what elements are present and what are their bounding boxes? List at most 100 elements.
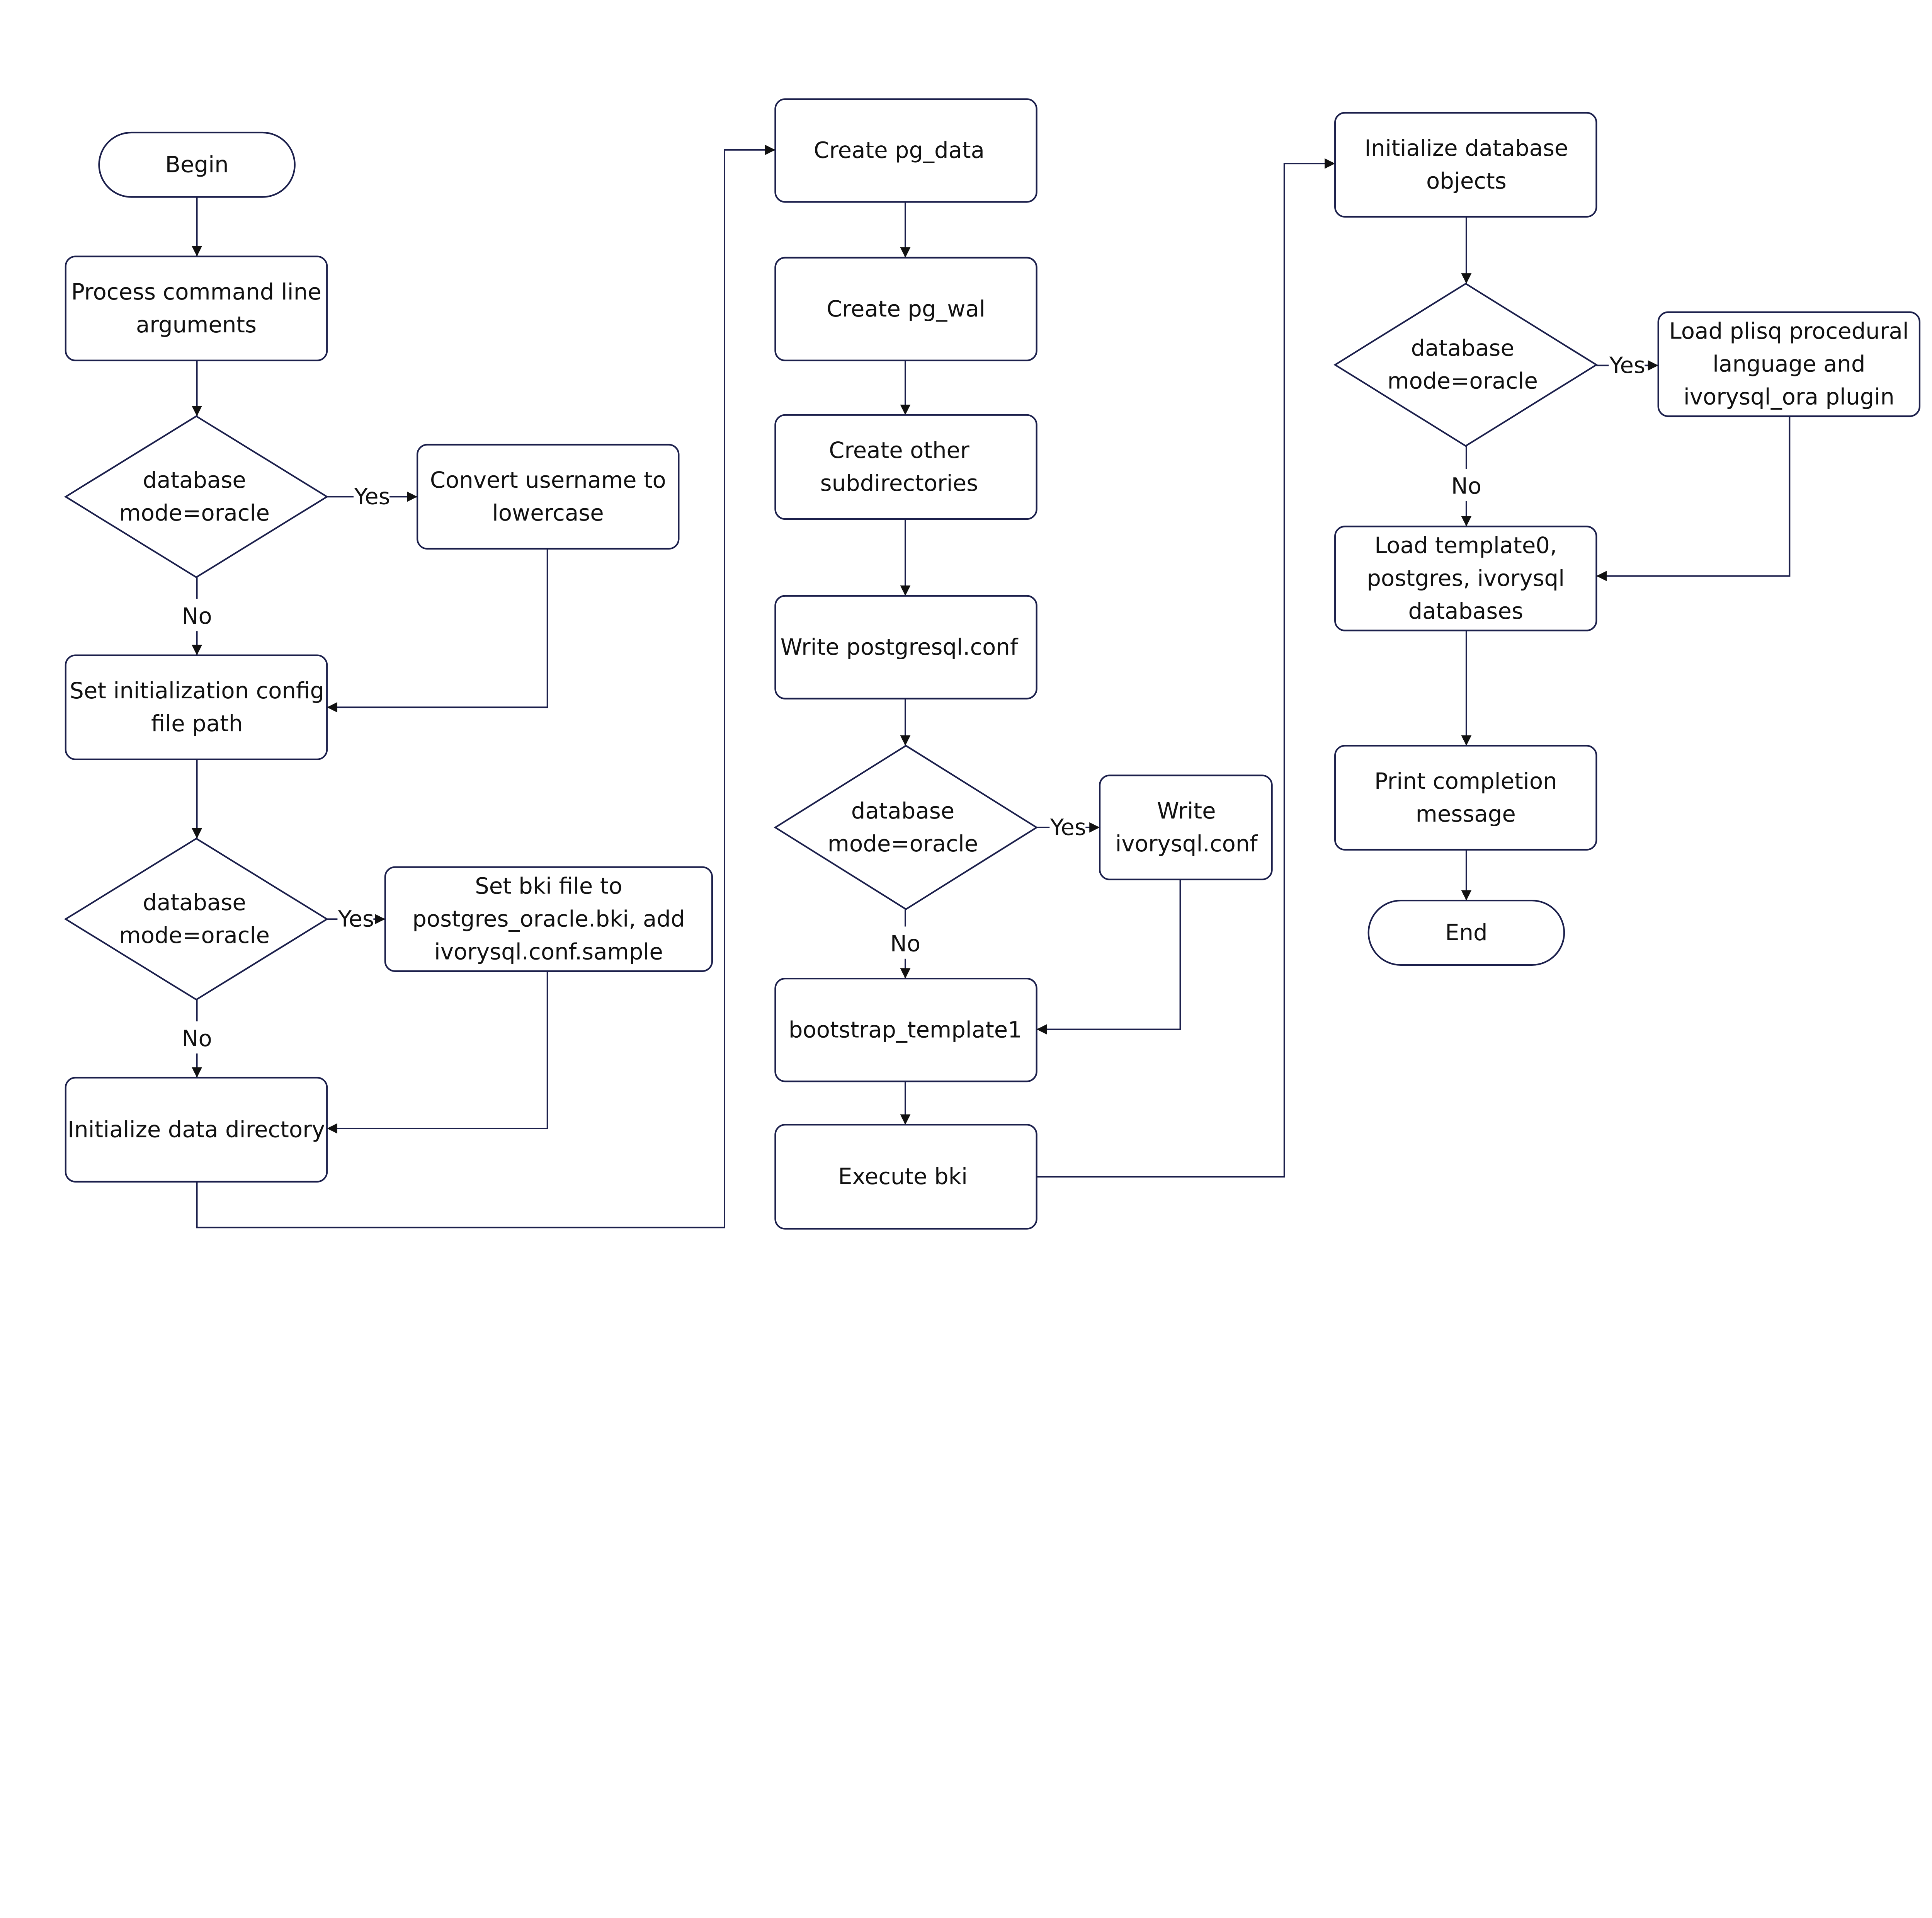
node-label-line: database bbox=[851, 798, 954, 824]
node-label-line: End bbox=[1445, 919, 1488, 946]
node-label-line: mode=oracle bbox=[119, 922, 270, 948]
process-box bbox=[65, 255, 328, 361]
terminator-shape bbox=[98, 131, 296, 198]
node-label-line: Initialize database bbox=[1364, 135, 1568, 161]
terminator-shape bbox=[1367, 900, 1565, 966]
node-label-line: Write bbox=[1157, 798, 1216, 824]
node-label-line: mode=oracle bbox=[119, 500, 270, 526]
process-box bbox=[1334, 745, 1597, 851]
edge-label-yes: Yes bbox=[1609, 352, 1645, 378]
node-label-line: Convert username to bbox=[430, 467, 666, 493]
edge-label-no: No bbox=[182, 1025, 212, 1052]
connector-decision-4-to-load-templates: No bbox=[1451, 446, 1481, 527]
edge-label-no: No bbox=[890, 931, 920, 957]
node-label-line: subdirectories bbox=[820, 470, 978, 496]
node-label-line: objects bbox=[1426, 168, 1507, 194]
node-label-line: postgres_oracle.bki, add bbox=[412, 906, 685, 932]
connector-decision-3-to-write-ivorysql-conf: Yes bbox=[1036, 814, 1100, 840]
connector-execute-bki-to-init-db-objects bbox=[1036, 158, 1335, 1178]
process-box bbox=[774, 1124, 1037, 1230]
node-decision-3: database mode=oracle bbox=[774, 745, 1038, 910]
connector-arrow bbox=[327, 971, 548, 1134]
node-label-line: database bbox=[143, 889, 246, 916]
node-write-postgresql-conf: Write postgresql.conf bbox=[774, 595, 1037, 699]
node-label-line: Process command line bbox=[71, 279, 321, 305]
node-label-line: ivorysql_ora plugin bbox=[1684, 384, 1895, 410]
node-load-plisql: Load plisq procedural language and ivorysq… bbox=[1657, 311, 1921, 417]
node-label-line: Write postgresql.conf bbox=[781, 634, 1019, 660]
decision-diamond bbox=[774, 745, 1038, 910]
node-label-line: Set initialization config bbox=[70, 677, 324, 704]
connector-decision-2-to-set-bki: Yes bbox=[327, 906, 385, 932]
process-box bbox=[384, 866, 713, 972]
node-end: End bbox=[1367, 900, 1565, 966]
node-label-line: Load template0, bbox=[1374, 532, 1557, 558]
node-label-line: file path bbox=[151, 710, 243, 737]
process-box bbox=[774, 98, 1037, 203]
node-label-line: lowercase bbox=[492, 500, 604, 526]
node-label-line: Initialize data directory bbox=[68, 1116, 325, 1142]
connector-init-data-dir-to-create-pg-data bbox=[196, 145, 776, 1229]
process-box bbox=[1334, 112, 1597, 218]
connector-convert-username-to-set-config-path bbox=[327, 548, 548, 713]
node-label-line: mode=oracle bbox=[828, 831, 978, 857]
connector-arrow bbox=[196, 145, 776, 1229]
decision-diamond bbox=[64, 837, 329, 1001]
node-set-bki: Set bki file to postgres_oracle.bki, add i… bbox=[384, 866, 713, 972]
connector-decision-4-to-load-plisql: Yes bbox=[1596, 352, 1658, 378]
node-label-line: databases bbox=[1408, 598, 1524, 624]
node-label-line: message bbox=[1416, 801, 1516, 827]
node-set-config-path: Set initialization config file path bbox=[65, 654, 328, 760]
node-init-db-objects: Initialize database objects bbox=[1334, 112, 1597, 218]
node-label-line: mode=oracle bbox=[1387, 368, 1538, 394]
node-label-line: Set bki file to bbox=[475, 873, 622, 899]
decision-diamond bbox=[1333, 283, 1598, 447]
node-begin: Begin bbox=[98, 131, 296, 198]
connector-arrow bbox=[1036, 879, 1181, 1035]
process-box bbox=[65, 654, 328, 760]
edge-label-yes: Yes bbox=[354, 483, 390, 510]
process-box bbox=[1334, 526, 1597, 631]
node-create-pg-wal: Create pg_wal bbox=[774, 257, 1037, 361]
node-label-line: Print completion bbox=[1374, 768, 1557, 794]
connector-load-plisql-to-load-templates bbox=[1596, 416, 1791, 581]
node-create-pg-data: Create pg_data bbox=[774, 98, 1037, 203]
node-execute-bki: Execute bki bbox=[774, 1124, 1037, 1230]
node-label-line: bootstrap_template1 bbox=[789, 1016, 1022, 1043]
node-label-line: Execute bki bbox=[838, 1163, 968, 1190]
node-label-line: database bbox=[1411, 335, 1514, 361]
connector-decision-1-to-convert-username: Yes bbox=[327, 483, 418, 510]
connector-arrow bbox=[1036, 158, 1335, 1178]
connector-arrow bbox=[327, 548, 548, 713]
decision-diamond bbox=[64, 415, 329, 579]
node-label-line: ivorysql.conf.sample bbox=[434, 938, 663, 965]
node-label-line: database bbox=[143, 467, 246, 493]
node-load-templates: Load template0, postgres, ivorysql databas… bbox=[1334, 526, 1597, 631]
process-box bbox=[774, 978, 1037, 1082]
node-label-line: language and bbox=[1713, 351, 1865, 377]
process-box bbox=[774, 595, 1037, 699]
connector-set-bki-to-init-data-dir bbox=[327, 971, 548, 1134]
process-box bbox=[65, 1077, 328, 1183]
node-decision-1: database mode=oracle bbox=[64, 415, 329, 579]
node-label-line: arguments bbox=[136, 311, 257, 338]
process-box bbox=[774, 257, 1037, 361]
node-decision-2: database mode=oracle bbox=[64, 837, 329, 1001]
edge-label-yes: Yes bbox=[338, 906, 374, 932]
node-init-data-dir: Initialize data directory bbox=[65, 1077, 328, 1183]
process-box bbox=[1657, 311, 1921, 417]
connector-decision-2-to-init-data-dir: No bbox=[182, 999, 212, 1078]
edge-label-yes: Yes bbox=[1050, 814, 1086, 840]
connector-decision-3-to-bootstrap-template1: No bbox=[890, 909, 920, 979]
node-label-line: postgres, ivorysql bbox=[1367, 565, 1565, 591]
connector-write-ivorysql-conf-to-bootstrap-template1 bbox=[1036, 879, 1181, 1035]
node-decision-4: database mode=oracle bbox=[1333, 283, 1598, 447]
node-print-completion: Print completion message bbox=[1334, 745, 1597, 851]
node-process-args: Process command line arguments bbox=[65, 255, 328, 361]
node-label-line: Load plisq procedural bbox=[1669, 318, 1909, 344]
